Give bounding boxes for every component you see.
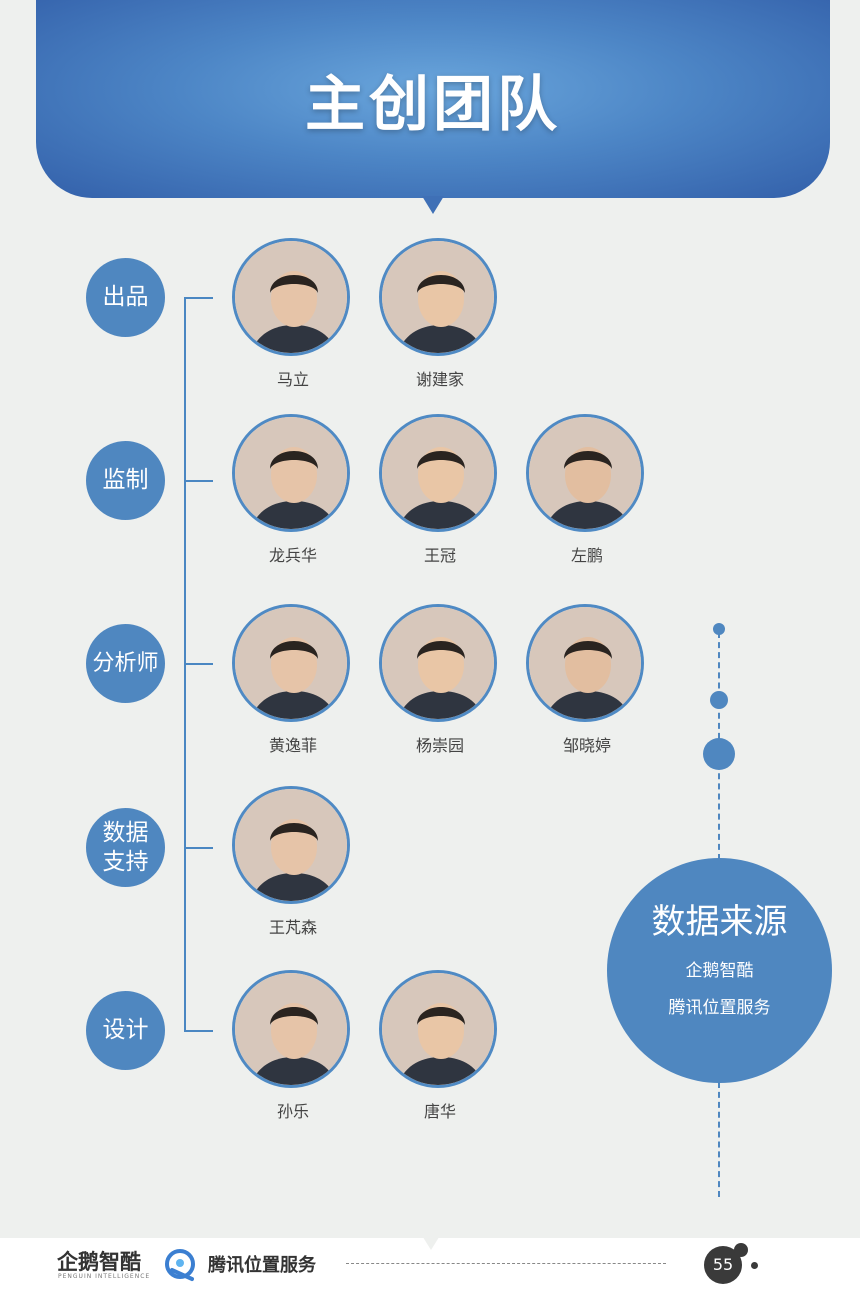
- role-label: 监制: [102, 467, 149, 493]
- penguin-intelligence-logo: 企鹅智酷: [57, 1249, 141, 1274]
- member-name: 王芃森: [268, 918, 317, 937]
- avatar: [232, 238, 350, 356]
- data-source-title: 数据来源: [651, 902, 788, 942]
- avatar: [232, 604, 350, 722]
- role-badge: 监制: [86, 441, 165, 520]
- footer-rule: [346, 1263, 666, 1264]
- avatar: [232, 414, 350, 532]
- page-number-decoration: [734, 1243, 748, 1257]
- member-name: 杨崇园: [415, 736, 464, 755]
- header-pointer: [422, 196, 444, 214]
- page-number-decoration: [751, 1262, 758, 1269]
- member-name: 黄逸菲: [268, 736, 317, 755]
- connector-dot: [710, 691, 728, 709]
- footer-pointer: [421, 1234, 441, 1250]
- member-name: 唐华: [423, 1102, 456, 1121]
- member-name: 孙乐: [276, 1102, 309, 1121]
- role-badge: 出品: [86, 258, 165, 337]
- tree-branch: [184, 480, 213, 482]
- avatar: [232, 786, 350, 904]
- data-source-circle: 数据来源 企鹅智酷 腾讯位置服务: [607, 858, 832, 1083]
- header-banner: 主创团队: [36, 0, 830, 198]
- tencent-location-logo: 腾讯位置服务: [208, 1255, 316, 1276]
- role-label: 设计: [102, 1017, 149, 1043]
- tree-branch: [184, 847, 213, 849]
- connector-dot: [713, 623, 725, 635]
- avatar: [526, 604, 644, 722]
- member-name: 王冠: [423, 546, 456, 565]
- member-name: 龙兵华: [268, 546, 317, 565]
- role-label: 数据 支持: [102, 819, 149, 875]
- avatar: [379, 604, 497, 722]
- tree-branch: [184, 663, 213, 665]
- member-name: 左鹏: [570, 546, 603, 565]
- tree-branch: [184, 1030, 213, 1032]
- avatar: [379, 970, 497, 1088]
- data-source-line: 企鹅智酷: [685, 961, 754, 981]
- avatar: [232, 970, 350, 1088]
- data-source-line: 腾讯位置服务: [668, 998, 771, 1018]
- role-label: 分析师: [92, 651, 159, 676]
- avatar: [379, 414, 497, 532]
- tree-branch: [184, 297, 213, 299]
- role-label: 出品: [102, 284, 149, 310]
- penguin-intelligence-subtitle: PENGUIN INTELLIGENCE: [58, 1273, 151, 1280]
- connector-dot: [703, 738, 735, 770]
- role-badge: 数据 支持: [86, 808, 165, 887]
- role-badge: 分析师: [86, 624, 165, 703]
- role-badge: 设计: [86, 991, 165, 1070]
- avatar: [379, 238, 497, 356]
- dashed-connector: [718, 1082, 720, 1197]
- member-name: 谢建家: [415, 370, 464, 389]
- tencent-location-icon: [165, 1249, 195, 1281]
- member-name: 邹晓婷: [562, 736, 611, 755]
- page-title: 主创团队: [305, 70, 561, 140]
- avatar: [526, 414, 644, 532]
- member-name: 马立: [276, 370, 309, 389]
